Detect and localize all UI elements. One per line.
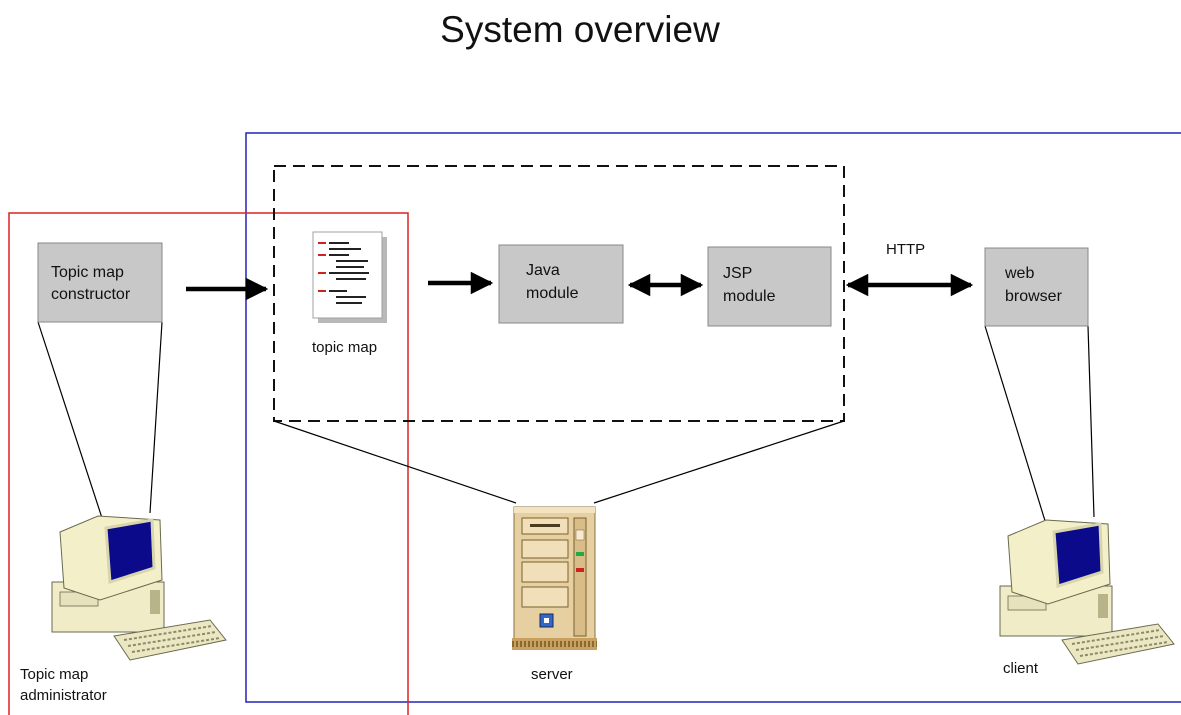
jsp-module-label-line1: JSP xyxy=(723,265,752,282)
server-components-boundary xyxy=(273,165,845,422)
topic-map-constructor-box: Topic map constructor xyxy=(37,242,163,323)
java-module-label-line1: Java xyxy=(526,262,560,279)
topic-map-label: topic map xyxy=(312,339,377,356)
server-zoom-line-left xyxy=(273,420,517,504)
admin-zoom-line-right xyxy=(149,321,163,514)
client-desktop-computer-icon xyxy=(999,519,1175,665)
client-zoom-line-right xyxy=(1087,325,1095,518)
constructor-label-line2: constructor xyxy=(51,286,131,303)
topic-map-document-icon xyxy=(312,231,387,323)
constructor-label-line1: Topic map xyxy=(51,264,124,281)
admin-zoom-line-left xyxy=(37,321,104,522)
server-tower-icon xyxy=(512,506,597,650)
java-module-box: Java module xyxy=(498,244,624,324)
page-title: System overview xyxy=(440,9,720,50)
browser-label-line2: browser xyxy=(1005,288,1063,305)
web-browser-box: web browser xyxy=(984,247,1089,327)
jsp-module-box: JSP module xyxy=(707,246,832,327)
jsp-module-label-line2: module xyxy=(723,288,776,305)
browser-label-line1: web xyxy=(1004,265,1034,282)
administrator-region xyxy=(8,212,409,715)
admin-desktop-computer-icon xyxy=(51,515,227,661)
server-label: server xyxy=(531,666,573,683)
client-zoom-line-left xyxy=(984,325,1047,525)
server-region xyxy=(245,132,1181,703)
administrator-label-line1: Topic map xyxy=(20,666,88,683)
server-zoom-line-right xyxy=(593,420,845,504)
client-label: client xyxy=(1003,660,1039,677)
http-label: HTTP xyxy=(886,241,925,258)
java-module-label-line2: module xyxy=(526,285,579,302)
administrator-label-line2: administrator xyxy=(20,687,107,704)
